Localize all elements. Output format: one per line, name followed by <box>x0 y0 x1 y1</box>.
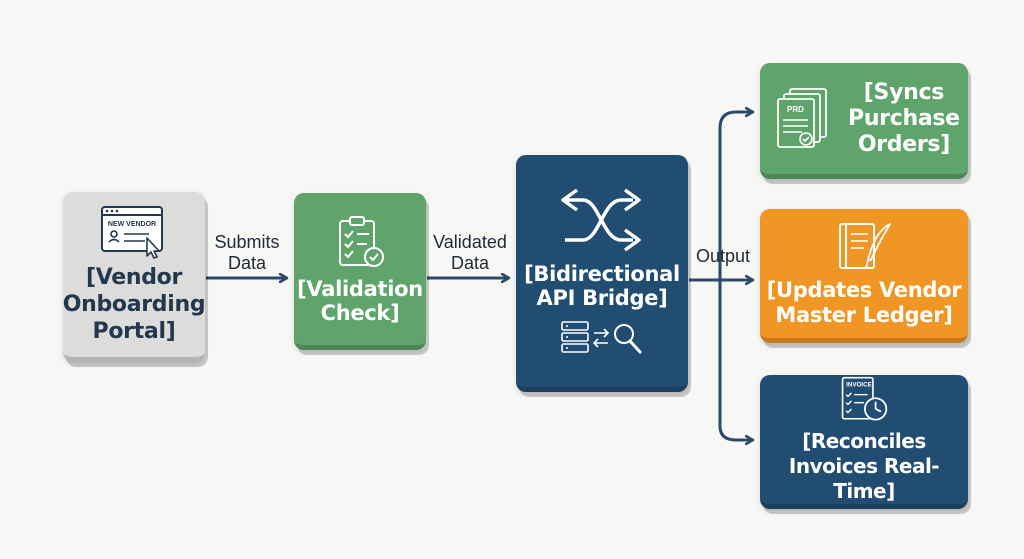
node-syncs-purchase-orders: PRD [Syncs Purchase Orders] <box>760 63 968 179</box>
arrow-to-reconciles <box>718 280 752 440</box>
node-validation-check: [Validation Check] <box>294 193 426 350</box>
server-search-icon <box>561 321 642 354</box>
updates-label: [Updates Vendor Master Ledger] <box>766 277 962 327</box>
portal-label: [Vendor Onboarding Portal] <box>62 265 206 344</box>
syncs-label: [Syncs Purchase Orders] <box>848 79 960 157</box>
edge-label-submits-data: Submits Data <box>214 232 280 273</box>
edge-label-output: Output <box>695 246 751 266</box>
document-stack-icon: PRD <box>777 87 827 148</box>
validation-label: [Validation Check] <box>297 277 423 325</box>
shuffle-arrows-icon <box>561 188 641 252</box>
node-bidirectional-api-bridge: [Bidirectional API Bridge] <box>516 155 688 392</box>
ledger-quill-icon <box>839 222 891 269</box>
browser-window-user-icon: NEW VENDOR <box>101 206 163 259</box>
checklist-clipboard-icon <box>339 216 384 267</box>
node-updates-vendor-master-ledger: [Updates Vendor Master Ledger] <box>760 209 968 343</box>
portal-icon-caption: NEW VENDOR <box>108 221 156 228</box>
arrow-to-syncs <box>718 112 752 280</box>
bridge-label: [Bidirectional API Bridge] <box>524 262 680 310</box>
edge-label-validated-data: Validated Data <box>433 232 507 273</box>
reconciles-label: [Reconciles Invoices Real-Time] <box>788 429 940 503</box>
node-reconciles-invoices-real-time: INVOICE [Reconciles Invoices Real-Time] <box>760 375 968 509</box>
node-vendor-onboarding-portal: NEW VENDOR [Vendor Onboarding Portal] <box>62 192 206 362</box>
syncs-icon-caption: PRD <box>787 105 804 114</box>
reconciles-icon-caption: INVOICE <box>846 382 872 389</box>
invoice-clock-icon: INVOICE <box>841 376 888 421</box>
